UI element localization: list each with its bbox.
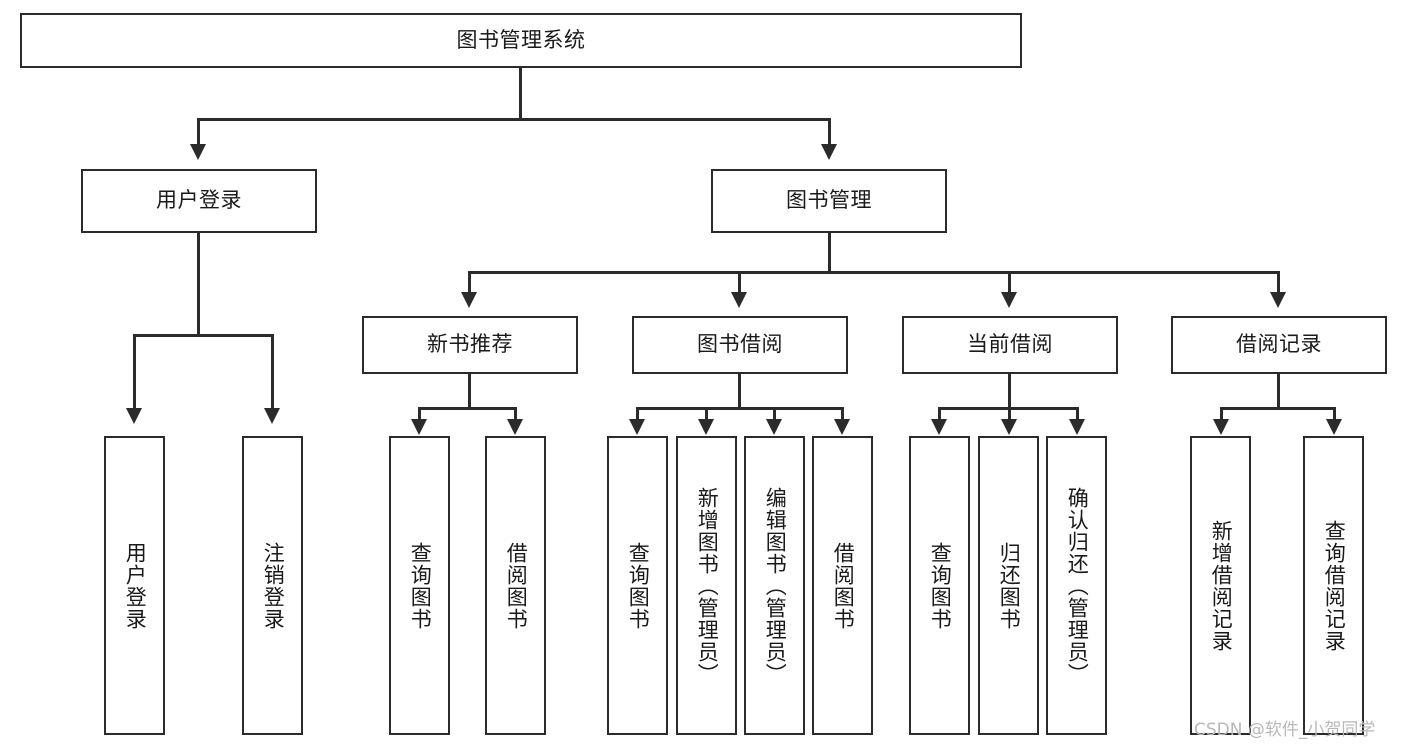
node-new-book-recommend[interactable]: 新书推荐 — [362, 316, 578, 374]
connector-user-login-leaf-2 — [271, 334, 274, 410]
arrowhead-leaf-confirm-return — [1069, 419, 1085, 435]
connector-book-manage-stem — [828, 233, 831, 271]
node-label: 查询图书 — [626, 541, 651, 630]
leaf-logout[interactable]: 注销登录 — [242, 436, 303, 735]
arrowhead-leaf-return-book — [1001, 419, 1017, 435]
connector-root-to-book-manage — [828, 118, 831, 146]
arrowhead-current-borrow — [1001, 292, 1017, 308]
node-label: 用户登录 — [156, 188, 242, 213]
node-label: 图书借阅 — [697, 332, 783, 357]
connector-to-current-borrow — [1008, 271, 1011, 294]
connector-current-borrow-leaf-1 — [938, 407, 941, 421]
leaf-confirm-return-admin[interactable]: 确认归还（管理员） — [1046, 436, 1107, 735]
node-label: 确认归还（管理员） — [1065, 486, 1090, 685]
connector-borrow-record-leaf-1 — [1220, 407, 1223, 421]
node-label: 新增借阅记录 — [1209, 519, 1234, 652]
connector-book-borrow-bar — [636, 407, 843, 410]
node-label: 注销登录 — [261, 541, 286, 630]
node-label: 借阅记录 — [1236, 332, 1322, 357]
connector-current-borrow-leaf-3 — [1076, 407, 1079, 421]
arrowhead-leaf-query-book-1 — [411, 419, 427, 435]
arrowhead-leaf-user-login — [126, 408, 142, 424]
connector-to-new-book — [468, 271, 471, 294]
connector-to-book-borrow — [738, 271, 741, 294]
arrowhead-leaf-query-book-2 — [629, 419, 645, 435]
arrowhead-book-borrow — [731, 292, 747, 308]
connector-current-borrow-leaf-2 — [1008, 407, 1011, 421]
arrowhead-leaf-add-record — [1213, 419, 1229, 435]
arrowhead-new-book — [461, 292, 477, 308]
node-label: 归还图书 — [997, 541, 1022, 630]
arrowhead-leaf-borrow-book-2 — [834, 419, 850, 435]
arrowhead-book-manage — [821, 144, 837, 160]
leaf-user-login[interactable]: 用户登录 — [104, 436, 165, 735]
arrowhead-leaf-query-record — [1326, 419, 1342, 435]
connector-root-to-user-login — [197, 118, 200, 146]
leaf-query-book-borrow[interactable]: 查询图书 — [607, 436, 668, 735]
node-label: 图书管理 — [786, 188, 872, 213]
connector-root-bar — [197, 118, 831, 121]
connector-book-borrow-leaf-1 — [636, 407, 639, 421]
node-label: 查询借阅记录 — [1322, 519, 1347, 652]
connector-new-book-leaf-2 — [514, 407, 517, 421]
arrowhead-leaf-borrow-book-1 — [507, 419, 523, 435]
connector-new-book-bar — [418, 407, 516, 410]
node-current-borrow[interactable]: 当前借阅 — [902, 316, 1118, 374]
leaf-add-borrow-record[interactable]: 新增借阅记录 — [1190, 436, 1251, 735]
arrowhead-leaf-add-book — [698, 419, 714, 435]
connector-new-book-stem — [468, 374, 471, 407]
connector-user-login-bar — [133, 334, 273, 337]
node-borrow-record[interactable]: 借阅记录 — [1171, 316, 1387, 374]
leaf-add-book-admin[interactable]: 新增图书（管理员） — [676, 436, 737, 735]
node-user-login[interactable]: 用户登录 — [81, 169, 317, 233]
node-label: 借阅图书 — [831, 541, 856, 630]
arrowhead-leaf-logout — [264, 408, 280, 424]
connector-current-borrow-stem — [1008, 374, 1011, 407]
node-root-system[interactable]: 图书管理系统 — [20, 13, 1022, 68]
node-label: 借阅图书 — [504, 541, 529, 630]
node-book-management[interactable]: 图书管理 — [711, 169, 947, 233]
node-label: 当前借阅 — [967, 332, 1053, 357]
leaf-query-book-newbook[interactable]: 查询图书 — [389, 436, 450, 735]
connector-book-manage-bar — [468, 271, 1279, 274]
connector-book-borrow-stem — [738, 374, 741, 407]
node-label: 查询图书 — [928, 541, 953, 630]
connector-book-borrow-leaf-2 — [705, 407, 708, 421]
leaf-query-book-current[interactable]: 查询图书 — [909, 436, 970, 735]
node-book-borrow[interactable]: 图书借阅 — [632, 316, 848, 374]
node-label: 新书推荐 — [427, 332, 513, 357]
leaf-borrow-book-newbook[interactable]: 借阅图书 — [485, 436, 546, 735]
connector-to-borrow-record — [1277, 271, 1280, 294]
connector-borrow-record-bar — [1220, 407, 1335, 410]
node-label: 查询图书 — [408, 541, 433, 630]
leaf-borrow-book-borrow[interactable]: 借阅图书 — [812, 436, 873, 735]
node-label: 编辑图书（管理员） — [763, 486, 788, 685]
arrowhead-user-login — [190, 144, 206, 160]
connector-borrow-record-leaf-2 — [1333, 407, 1336, 421]
connector-new-book-leaf-1 — [418, 407, 421, 421]
node-label: 用户登录 — [123, 541, 148, 630]
connector-user-login-stem — [197, 233, 200, 334]
node-label: 新增图书（管理员） — [695, 486, 720, 685]
connector-user-login-leaf-1 — [133, 334, 136, 410]
leaf-query-borrow-record[interactable]: 查询借阅记录 — [1303, 436, 1364, 735]
leaf-return-book[interactable]: 归还图书 — [978, 436, 1039, 735]
arrowhead-leaf-query-book-3 — [931, 419, 947, 435]
connector-book-borrow-leaf-3 — [773, 407, 776, 421]
leaf-edit-book-admin[interactable]: 编辑图书（管理员） — [744, 436, 805, 735]
connector-book-borrow-leaf-4 — [841, 407, 844, 421]
node-label: 图书管理系统 — [456, 27, 586, 52]
connector-root-stem — [519, 68, 522, 118]
connector-borrow-record-stem — [1277, 374, 1280, 407]
arrowhead-leaf-edit-book — [766, 419, 782, 435]
arrowhead-borrow-record — [1270, 292, 1286, 308]
